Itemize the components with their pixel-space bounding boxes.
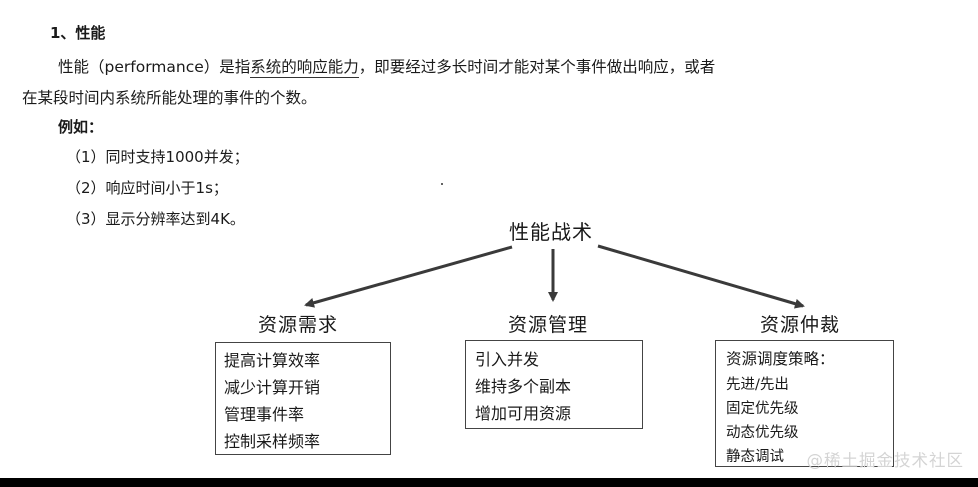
list-item: 管理事件率: [224, 405, 305, 424]
definition-underlined: 系统的响应能力: [250, 58, 359, 78]
category-title: 资源需求: [258, 314, 339, 336]
list-item: 固定优先级: [726, 401, 799, 417]
bottom-bar: [0, 478, 978, 487]
definition-suffix: ，即要经过多长时间才能对某个事件做出响应，或者: [358, 58, 716, 76]
list-item: 减少计算开销: [224, 378, 321, 397]
list-item: 先进/先出: [726, 377, 789, 393]
arrow-right: [597, 244, 805, 309]
category-box-resource-management: 引入并发 维持多个副本 增加可用资源: [465, 340, 643, 429]
category-title: 资源仲裁: [760, 314, 841, 336]
list-item: 动态优先级: [726, 425, 799, 441]
category-title: 资源管理: [508, 314, 589, 336]
category-box-resource-arbitration: 资源调度策略： 先进/先出 固定优先级 动态优先级 静态调试: [715, 340, 894, 467]
definition-prefix: 性能（performance）是指: [58, 58, 251, 76]
definition-line-2: 在某段时间内系统所能处理的事件的个数。: [22, 89, 317, 107]
list-item: 引入并发: [475, 350, 540, 369]
arrow-left: [304, 245, 513, 308]
list-item: 增加可用资源: [475, 404, 572, 423]
list-item: 静态调试: [726, 449, 784, 465]
watermark: @稀土掘金技术社区: [806, 451, 964, 470]
diagram-root-title: 性能战术: [509, 220, 593, 244]
category-box-resource-demand: 提高计算效率 减少计算开销 管理事件率 控制采样频率: [215, 342, 391, 455]
stray-dot: [441, 183, 443, 185]
examples-label: 例如：: [58, 118, 104, 136]
example-item: （3）显示分辨率达到4K。: [66, 210, 245, 228]
list-item: 维持多个副本: [475, 377, 572, 396]
example-item: （2）响应时间小于1s；: [66, 179, 228, 197]
definition-line-1: 性能（performance）是指系统的响应能力，即要经过多长时间才能对某个事件…: [58, 55, 716, 78]
section-heading: 1、性能: [50, 24, 106, 42]
list-item: 控制采样频率: [224, 432, 321, 451]
example-item: （1）同时支持1000并发；: [66, 148, 249, 166]
list-item: 资源调度策略：: [726, 350, 835, 368]
list-item: 提高计算效率: [224, 351, 321, 370]
